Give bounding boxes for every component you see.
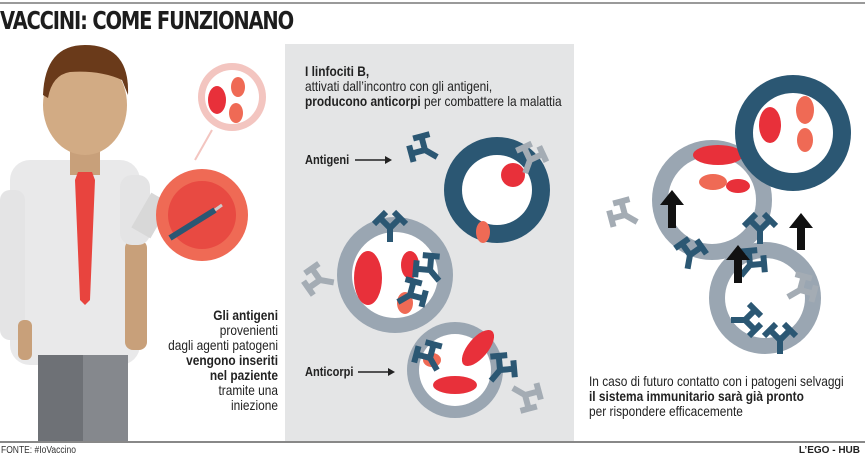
step1-line7: iniezione [231, 397, 278, 413]
credit: L’EGO - HUB [798, 445, 860, 456]
step2-bold1: I linfociti B, [305, 63, 370, 79]
step1-caption: Gli antigeni provenienti dagli agenti pa… [134, 307, 278, 413]
step1-bold4: vengono inseriti [186, 352, 278, 368]
page-title: VACCINI: COME FUNZIONANO [0, 6, 294, 35]
step2-line3: per combattere la malattia [420, 93, 562, 109]
label-antigeni: Antigeni [305, 152, 350, 167]
arrow-up-icons [660, 190, 813, 283]
top-divider [0, 2, 865, 4]
source-note: FONTE: #IoVaccino [1, 445, 76, 456]
step1-bold5: nel paziente [209, 367, 278, 383]
step2-line2: attivati dall’incontro con gli antigeni, [305, 78, 493, 94]
step3-line1: In caso di futuro contatto con i patogen… [589, 373, 844, 389]
patient-figure [0, 45, 171, 442]
step1-line2: provenienti [219, 322, 278, 338]
label-anticorpi: Anticorpi [305, 364, 354, 379]
step2-caption: I linfociti B, attivati dall’incontro co… [305, 64, 594, 109]
step1-bold1: Gli antigeni [213, 307, 278, 323]
step3-bold2: il sistema immunitario sarà già pronto [589, 388, 804, 404]
bottom-divider [0, 441, 865, 443]
step3-caption: In caso di futuro contatto con i patogen… [589, 374, 865, 419]
step1-line3: dagli agenti patogeni [168, 337, 278, 353]
step1-line6: tramite una [218, 382, 278, 398]
step2-bold3: producono anticorpi [305, 93, 421, 109]
step3-line3: per rispondere efficacemente [589, 403, 743, 419]
